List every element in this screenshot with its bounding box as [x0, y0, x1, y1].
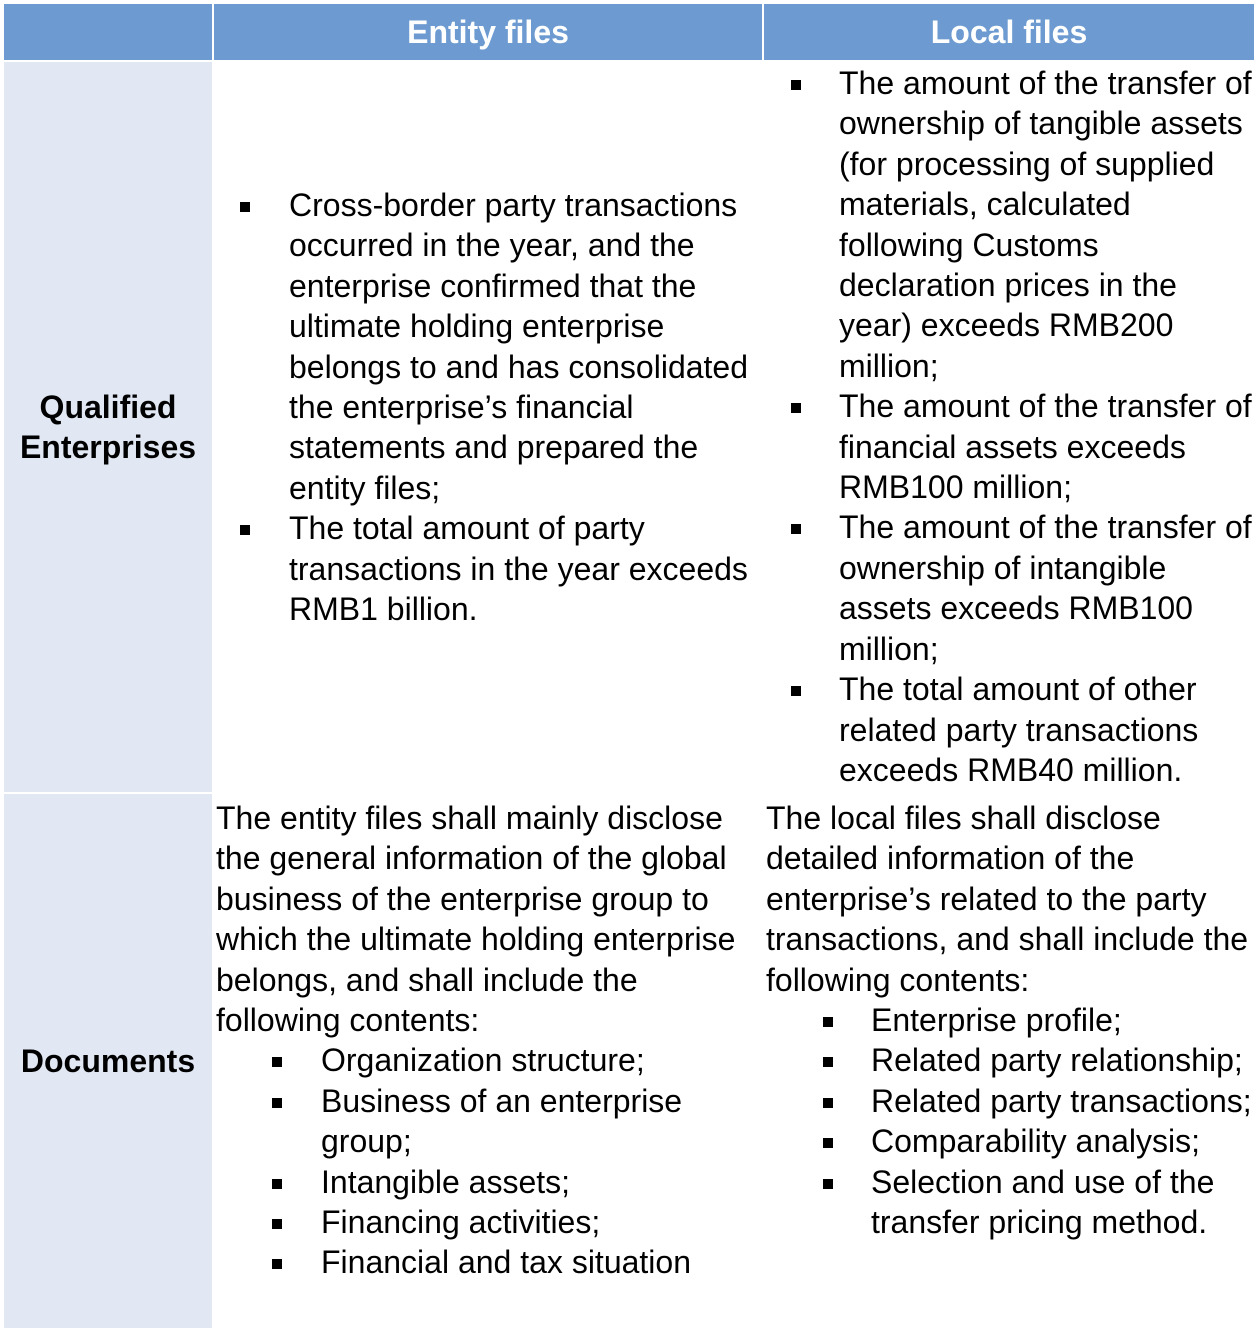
list-item-text: The total amount of party transactions i…	[289, 510, 748, 628]
list-item-text: Intangible assets;	[321, 1163, 571, 1200]
list-item: The total amount of party transactions i…	[238, 508, 758, 629]
bullet-icon	[272, 1219, 282, 1230]
list-item: Financial and tax situation	[270, 1242, 756, 1282]
list-item: The amount of the transfer of financial …	[788, 386, 1254, 507]
bullet-icon	[272, 1259, 282, 1270]
documents-local-cell: The local files shall disclose detailed …	[766, 798, 1254, 1242]
list-item-text: Related party transactions;	[871, 1082, 1252, 1119]
bullet-icon	[272, 1097, 282, 1108]
list-item: Financing activities;	[270, 1202, 756, 1242]
list-item-text: Financing activities;	[321, 1204, 601, 1241]
list-item-text: Selection and use of the transfer pricin…	[871, 1163, 1215, 1241]
bullet-icon	[791, 686, 801, 697]
bullet-icon	[240, 525, 250, 536]
qualified-entity-list: Cross-border party transactions occurred…	[238, 185, 758, 629]
bullet-icon	[823, 1057, 833, 1068]
bullet-icon	[240, 202, 250, 212]
bullet-icon	[791, 524, 801, 535]
list-item-text: Organization structure;	[321, 1042, 645, 1079]
list-item: Enterprise profile;	[820, 1000, 1254, 1040]
documents-local-intro: The local files shall disclose detailed …	[766, 800, 1249, 998]
list-item: The amount of the transfer of ownership …	[788, 507, 1254, 669]
list-item: Intangible assets;	[270, 1162, 756, 1202]
list-item-text: Related party relationship;	[871, 1042, 1243, 1079]
bullet-icon	[823, 1178, 833, 1189]
list-item-text: Comparability analysis;	[871, 1123, 1201, 1160]
list-item: Related party transactions;	[820, 1081, 1254, 1121]
bullet-icon	[823, 1017, 833, 1028]
header-blank-cell	[4, 4, 212, 60]
list-item-text: Cross-border party transactions occurred…	[289, 187, 749, 506]
bullet-icon	[823, 1097, 833, 1108]
list-item-text: Enterprise profile;	[871, 1002, 1122, 1039]
bullet-icon	[272, 1057, 282, 1068]
documents-entity-list: Organization structure; Business of an e…	[216, 1040, 756, 1282]
bullet-icon	[272, 1178, 282, 1189]
bullet-icon	[823, 1138, 833, 1149]
bullet-icon	[791, 80, 801, 90]
row-label-documents: Documents	[4, 794, 212, 1328]
qualified-local-cell: The amount of the transfer of ownership …	[788, 63, 1254, 790]
list-item-text: Financial and tax situation	[321, 1244, 691, 1281]
qualified-entity-cell: Cross-border party transactions occurred…	[238, 185, 758, 629]
list-item-text: The amount of the transfer of financial …	[839, 388, 1252, 506]
list-item: Related party relationship;	[820, 1040, 1254, 1080]
header-entity-files: Entity files	[214, 4, 762, 60]
list-item: Comparability analysis;	[820, 1121, 1254, 1161]
row-label-qualified-enterprises: Qualified Enterprises	[4, 62, 212, 792]
list-item: Cross-border party transactions occurred…	[238, 185, 758, 508]
list-item-text: The amount of the transfer of ownership …	[839, 65, 1252, 384]
list-item: Business of an enterprise group;	[270, 1081, 756, 1162]
bullet-icon	[791, 403, 801, 414]
documents-local-list: Enterprise profile; Related party relati…	[766, 1000, 1254, 1242]
documents-entity-intro: The entity files shall mainly disclose t…	[216, 800, 736, 1039]
list-item: The amount of the transfer of ownership …	[788, 63, 1254, 386]
header-local-files: Local files	[764, 4, 1254, 60]
list-item-text: The amount of the transfer of ownership …	[839, 509, 1252, 667]
list-item-text: Business of an enterprise group;	[321, 1082, 683, 1160]
list-item: Selection and use of the transfer pricin…	[820, 1162, 1254, 1243]
list-item-text: The total amount of other related party …	[839, 671, 1199, 788]
list-item: The total amount of other related party …	[788, 669, 1254, 790]
documents-entity-cell: The entity files shall mainly disclose t…	[216, 798, 756, 1283]
qualified-local-list: The amount of the transfer of ownership …	[788, 63, 1254, 790]
list-item: Organization structure;	[270, 1040, 756, 1080]
